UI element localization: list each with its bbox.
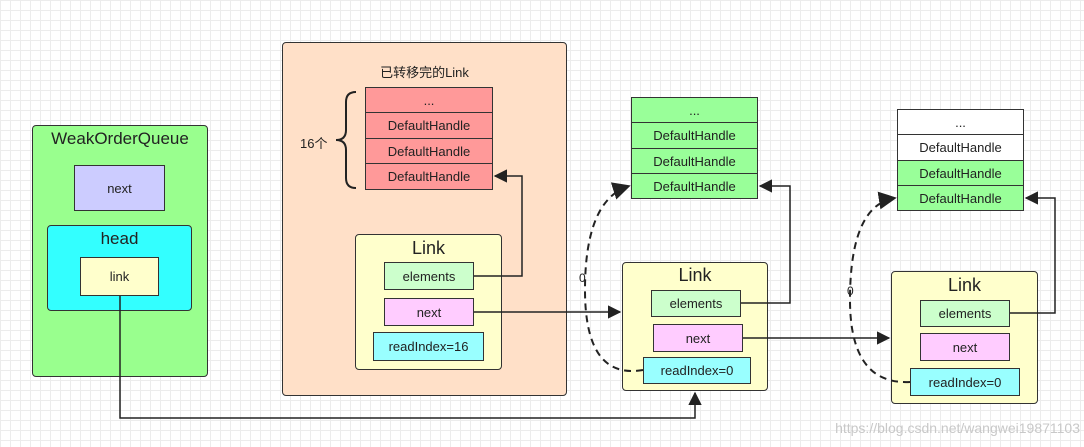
array1-cell-handle: DefaultHandle [365, 112, 493, 139]
link2-read-index-cell: readIndex=0 [643, 357, 751, 384]
head-title: head [100, 229, 139, 248]
link1-title: Link [411, 238, 446, 258]
array2-cell-handle: DefaultHandle [631, 173, 758, 199]
array3-cell-handle-white: DefaultHandle [897, 134, 1024, 161]
link2-zero-label: 0 [579, 271, 586, 285]
array1-cell-handle: DefaultHandle [365, 163, 493, 190]
array1-cell-handle: DefaultHandle [365, 138, 493, 164]
link3-elements-cell: elements [920, 300, 1010, 327]
link1-read-index-cell: readIndex=16 [373, 332, 484, 361]
link3-title: Link [947, 275, 982, 295]
head-link-cell: link [80, 257, 159, 296]
link3-read-index-cell: readIndex=0 [910, 368, 1020, 396]
array3-cell-ellipsis: ... [897, 109, 1024, 135]
count-label: 16个 [300, 136, 328, 151]
link1-elements-cell: elements [384, 262, 474, 290]
array2-cell-ellipsis: ... [631, 97, 758, 123]
array1-cell-ellipsis: ... [365, 87, 493, 113]
link1-next-cell: next [384, 298, 474, 326]
array2-cell-handle: DefaultHandle [631, 122, 758, 149]
link2-next-cell: next [653, 324, 743, 352]
weak-order-queue-title: WeakOrderQueue [51, 129, 189, 148]
link2-elements-cell: elements [651, 290, 741, 317]
queue-next-cell: next [74, 165, 165, 211]
link3-zero-label: 0 [847, 284, 854, 298]
array3-cell-handle: DefaultHandle [897, 185, 1024, 211]
array3-cell-handle: DefaultHandle [897, 160, 1024, 186]
array2-cell-handle: DefaultHandle [631, 148, 758, 174]
link3-next-cell: next [920, 333, 1010, 361]
watermark-text: https://blog.csdn.net/wangwei19871103 [835, 420, 1080, 436]
link2-title: Link [678, 265, 712, 285]
transferred-title: 已转移完的Link [380, 65, 469, 80]
